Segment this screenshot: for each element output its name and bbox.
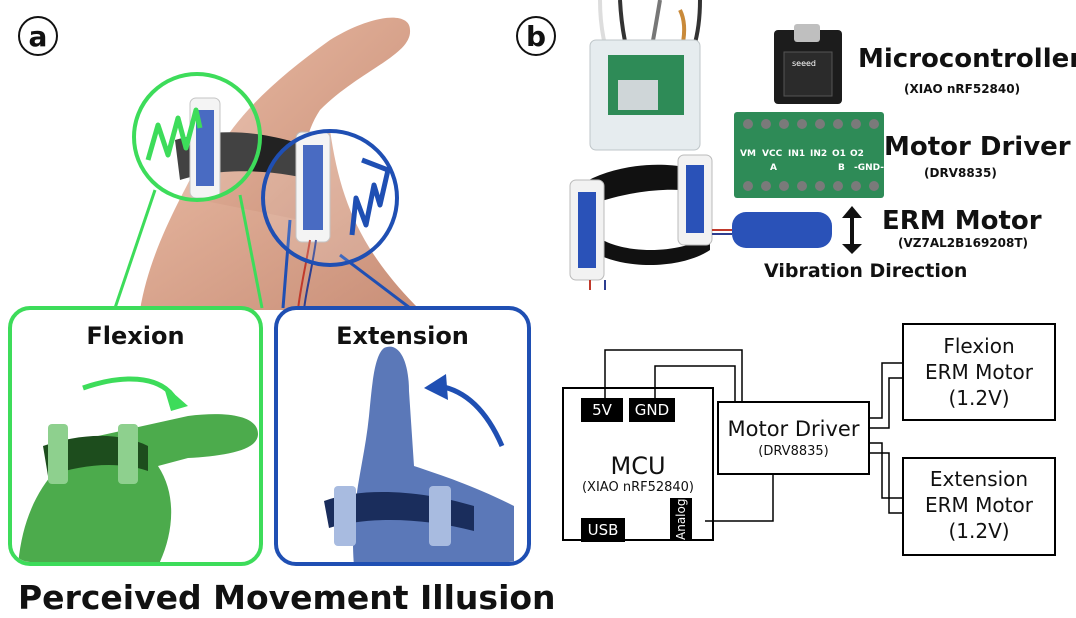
extension-motor-line3: (1.2V): [948, 519, 1010, 543]
motor-driver-box-sub: (DRV8835): [758, 444, 829, 459]
silk-o1: O1: [832, 149, 846, 159]
silk-o2: O2: [850, 149, 864, 159]
silk-a: A: [770, 163, 777, 173]
mcu-label: MCU: [610, 452, 666, 480]
flexion-motor-line2: ERM Motor: [925, 360, 1033, 384]
motor-driver-box: [717, 401, 870, 475]
microcontroller-model: (XIAO nRF52840): [904, 82, 1021, 96]
extension-motor-label: Extension ERM Motor (1.2V): [903, 466, 1055, 544]
panel-a-badge: a: [18, 16, 58, 56]
extension-motor-box: [902, 457, 1056, 556]
silk-b: B: [838, 163, 845, 173]
extension-vibration-zigzag: [349, 157, 391, 236]
flexion-motor-box: [902, 323, 1056, 421]
panel-b-badge: b: [516, 16, 556, 56]
vibration-direction-label: Vibration Direction: [764, 260, 968, 282]
silk-in2: IN2: [810, 149, 827, 159]
flexion-hand-image: [18, 376, 258, 562]
perceived-movement-caption: Perceived Movement Illusion: [18, 578, 556, 617]
extension-zoom-circle: [261, 129, 399, 267]
extension-label: Extension: [336, 322, 469, 350]
motor-driver-model: (DRV8835): [924, 166, 997, 180]
flexion-motor-line1: Flexion: [943, 334, 1015, 358]
silk-gnd: -GND-: [854, 163, 884, 173]
silk-vcc: VCC: [762, 149, 783, 159]
erm-motor-title: ERM Motor: [882, 206, 1042, 236]
pin-gnd: GND: [629, 398, 675, 422]
microcontroller-title: Microcontroller: [858, 44, 1076, 74]
extension-motor-line1: Extension: [929, 467, 1029, 491]
pin-analog: Analog: [670, 498, 692, 540]
pin-5v: 5V: [581, 398, 623, 422]
extension-hand-image: [324, 346, 514, 562]
silk-vm: VM: [740, 149, 756, 159]
mcu-sub: (XIAO nRF52840): [581, 480, 695, 495]
microcontroller-image: seeed: [774, 24, 842, 104]
extension-panel: Extension: [274, 306, 531, 566]
motor-driver-title: Motor Driver: [884, 132, 1071, 162]
extension-motor-line2: ERM Motor: [925, 493, 1033, 517]
motor-driver-box-label: Motor Driver: [727, 417, 860, 441]
flexion-zoom-circle: [132, 72, 262, 202]
seeed-logo-text: seeed: [792, 59, 816, 68]
erm-motor-image: [712, 206, 862, 254]
flexion-motor-line3: (1.2V): [948, 386, 1010, 410]
flexion-vibration-zigzag: [145, 107, 203, 161]
silk-in1: IN1: [788, 149, 805, 159]
zoom-connectors: [113, 72, 411, 310]
device-photo: [569, 0, 713, 290]
flexion-motor-label: Flexion ERM Motor (1.2V): [903, 333, 1055, 411]
flexion-panel: Flexion: [8, 306, 263, 566]
motor-driver-board-image: VM VCC IN1 IN2 O1 O2 A B -GND-: [734, 112, 884, 198]
pin-usb: USB: [581, 518, 625, 542]
erm-motor-model: (VZ7AL2B169208T): [898, 236, 1029, 250]
flexion-label: Flexion: [86, 322, 185, 350]
